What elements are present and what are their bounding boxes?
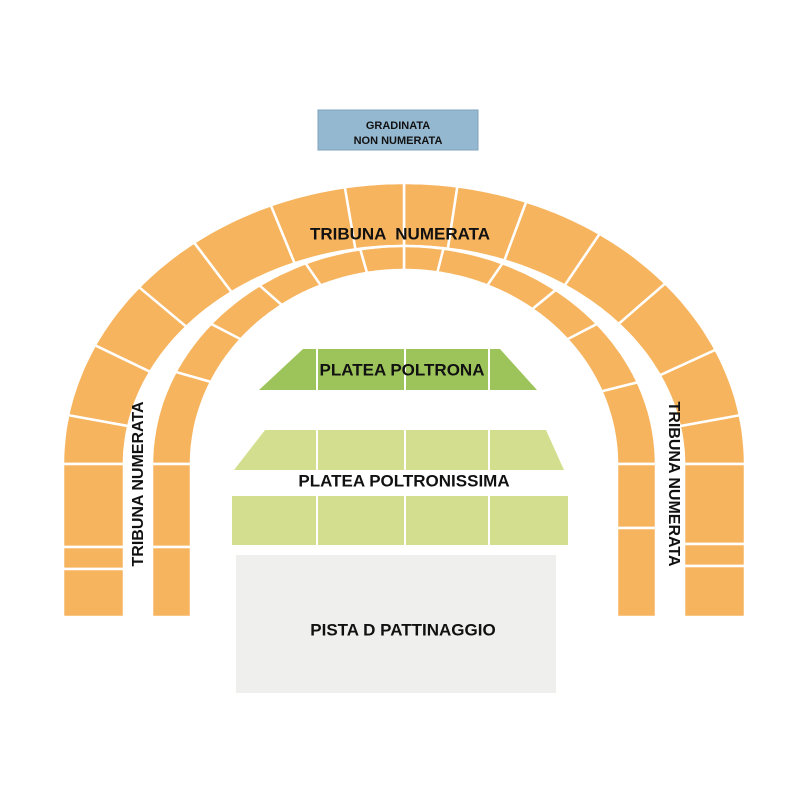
poltronissima-back-block-2[interactable] <box>318 496 404 545</box>
gradinata-non-numerata-section[interactable] <box>317 109 479 151</box>
tribuna-inner-right-leg-block-2[interactable] <box>615 526 658 619</box>
pista-pattinaggio-label: PISTA D PATTINAGGIO <box>310 620 495 639</box>
tribuna-inner-right-leg-block-1[interactable] <box>615 462 658 530</box>
pista-pattinaggio-area <box>236 555 556 693</box>
platea-poltronissima-section <box>232 430 568 545</box>
tribuna-inner-arc-block-6[interactable] <box>402 244 445 274</box>
platea-poltrona-block-1[interactable] <box>259 349 316 390</box>
tribuna-outer-right-leg-block-1[interactable] <box>682 462 747 546</box>
tribuna-inner-ring <box>150 244 658 619</box>
platea-poltrona-block-4[interactable] <box>490 349 537 390</box>
tribuna-outer-left-leg-block-2[interactable] <box>61 545 126 571</box>
gradinata-label-line2: NON NUMERATA <box>354 135 443 147</box>
poltronissima-front-block-4[interactable] <box>490 430 564 470</box>
tribuna-left-label: TRIBUNA NUMERATA <box>130 401 147 566</box>
poltronissima-front-block-2[interactable] <box>318 430 404 470</box>
tribuna-inner-left-leg-block-2[interactable] <box>150 545 193 619</box>
poltronissima-back-block-1[interactable] <box>232 496 316 545</box>
platea-poltrona-section <box>259 349 537 390</box>
platea-poltronissima-label: PLATEA POLTRONISSIMA <box>298 471 509 490</box>
platea-poltrona-block-2[interactable] <box>318 349 404 390</box>
poltronissima-front-block-1[interactable] <box>234 430 316 470</box>
platea-poltrona-label: PLATEA POLTRONA <box>320 360 485 379</box>
tribuna-outer-left-leg-block-1[interactable] <box>61 462 126 549</box>
platea-poltrona-block-3[interactable] <box>406 349 488 390</box>
poltronissima-back-block-3[interactable] <box>406 496 488 545</box>
tribuna-outer-left-leg-block-3[interactable] <box>61 567 126 619</box>
tribuna-outer-right-leg-block-2[interactable] <box>682 542 747 568</box>
gradinata-label-line1: GRADINATA <box>366 120 430 132</box>
tribuna-inner-arc-block-1[interactable] <box>600 381 658 466</box>
tribuna-outer-ring <box>61 181 747 619</box>
poltronissima-front-block-3[interactable] <box>406 430 488 470</box>
tribuna-top-label: TRIBUNA NUMERATA <box>310 224 490 243</box>
tribuna-outer-right-leg-block-3[interactable] <box>682 564 747 619</box>
tribuna-inner-left-leg-block-1[interactable] <box>150 462 193 549</box>
tribuna-right-label: TRIBUNA NUMERATA <box>665 401 682 566</box>
poltronissima-back-block-4[interactable] <box>490 496 568 545</box>
tribuna-inner-arc-block-12[interactable] <box>150 370 213 466</box>
